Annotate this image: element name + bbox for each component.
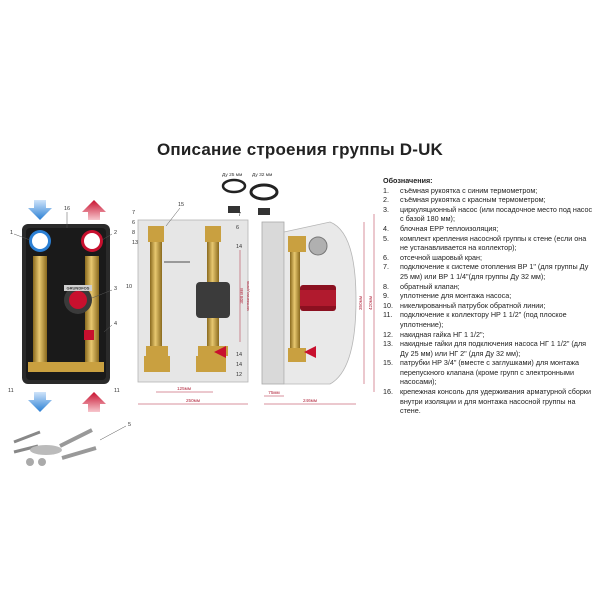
legend-item: 7.подключение к системе отопления ВР 1" … [383, 262, 589, 281]
callout-16: 16 [64, 206, 70, 212]
dim-420: 420мм [368, 296, 373, 310]
collector-out-arrow [82, 392, 106, 412]
callout-13: 13 [132, 240, 138, 246]
gasket-du25-icon [221, 178, 247, 194]
du32-label: Ду 32 мм [252, 172, 272, 178]
dim-75: 75мм [268, 390, 279, 395]
callout-7: 7 [132, 210, 135, 216]
legend-item: 10.никелированный патрубок обратной лини… [383, 300, 546, 310]
legend-item: 6.отсечной шаровый кран; [383, 252, 482, 262]
ball-valve-handle [84, 330, 94, 340]
callout-15: 15 [178, 202, 184, 208]
wall-plate [261, 221, 285, 385]
left-assembly: GRUNDFOS 1 16 2 3 4 11 11 5 [8, 200, 131, 466]
legend-item: 8.обратный клапан; [383, 281, 460, 291]
callout-6-left: 6 [132, 220, 135, 226]
gasket-du32-icon [249, 183, 279, 201]
dim-250: 250мм [186, 398, 200, 403]
legend-item: 1.съёмная рукоятка с синим термометром; [383, 185, 538, 195]
callout-3: 3 [114, 286, 117, 292]
callout-5: 5 [128, 422, 131, 428]
callout-14-top: 14 [236, 244, 242, 250]
legend-item: 15.патрубки НР 3/4" (вместе с заглушками… [383, 358, 580, 387]
pump-logo: GRUNDFOS [67, 286, 90, 291]
callout-8: 8 [132, 230, 135, 236]
collector-in-arrow [28, 392, 52, 412]
page-title: Описание строения группы D-UK [156, 140, 444, 159]
flow-out-arrow [82, 200, 106, 220]
legend-item: 4.блочная EPP теплоизоляция; [383, 223, 499, 233]
legend-item: 2.съёмная рукоятка с красным термометром… [383, 195, 546, 205]
callout-11-right: 11 [114, 388, 120, 394]
legend-item: 11.подключение к коллектору НР 1 1/2" (п… [383, 310, 567, 329]
callout-14-mid: 14 [236, 352, 242, 358]
dim-246: 246мм [303, 398, 317, 403]
legend-item: 13.накидные гайки для подключения насоса… [383, 339, 587, 358]
front-pump-icon [196, 282, 230, 318]
legend-item: 16.крепежная консоль для удерживания арм… [383, 387, 592, 416]
callout-6-right: 6 [236, 225, 239, 231]
supply-pipe [85, 256, 99, 366]
side-drawing: 75мм 246мм 350мм 420мм [261, 214, 375, 405]
legend-item: 9.уплотнение для монтажа насоса; [383, 291, 512, 301]
callout-14-low: 14 [236, 362, 242, 368]
legend-heading: Обозначения: [383, 176, 433, 185]
callout-12: 12 [236, 372, 242, 378]
legend-panel: Обозначения: 1.съёмная рукоятка с синим … [383, 176, 595, 416]
callout-10: 10 [126, 284, 132, 290]
wall-mount-kit-icon [13, 428, 97, 466]
du25-label: Ду 25 мм [222, 172, 242, 178]
flow-in-arrow [28, 200, 52, 220]
callout-2: 2 [114, 230, 117, 236]
dim-pump-note: монтажная длина [246, 281, 250, 311]
front-drawing: Ду 25 мм Ду 32 мм 15 7 6 8 13 10 7 6 14 … [126, 172, 279, 405]
dim-pump-base: 308 мм [239, 288, 244, 303]
legend-item: 3.циркуляционный насос (или посадочное м… [383, 204, 593, 224]
callout-11-left: 11 [8, 388, 14, 394]
legend-item: 5.комплект крепления насосной группы к с… [383, 233, 587, 253]
return-pipe [33, 256, 47, 366]
dim-350: 350мм [358, 296, 363, 310]
legend-list: 1.съёмная рукоятка с синим термометром; … [383, 186, 595, 416]
callout-1: 1 [10, 230, 13, 236]
dim-125: 125мм [177, 386, 191, 391]
legend-item: 12.накидная гайка НГ 1 1/2"; [383, 329, 485, 339]
callout-4: 4 [114, 321, 117, 327]
callout-7-right: 7 [238, 212, 241, 218]
